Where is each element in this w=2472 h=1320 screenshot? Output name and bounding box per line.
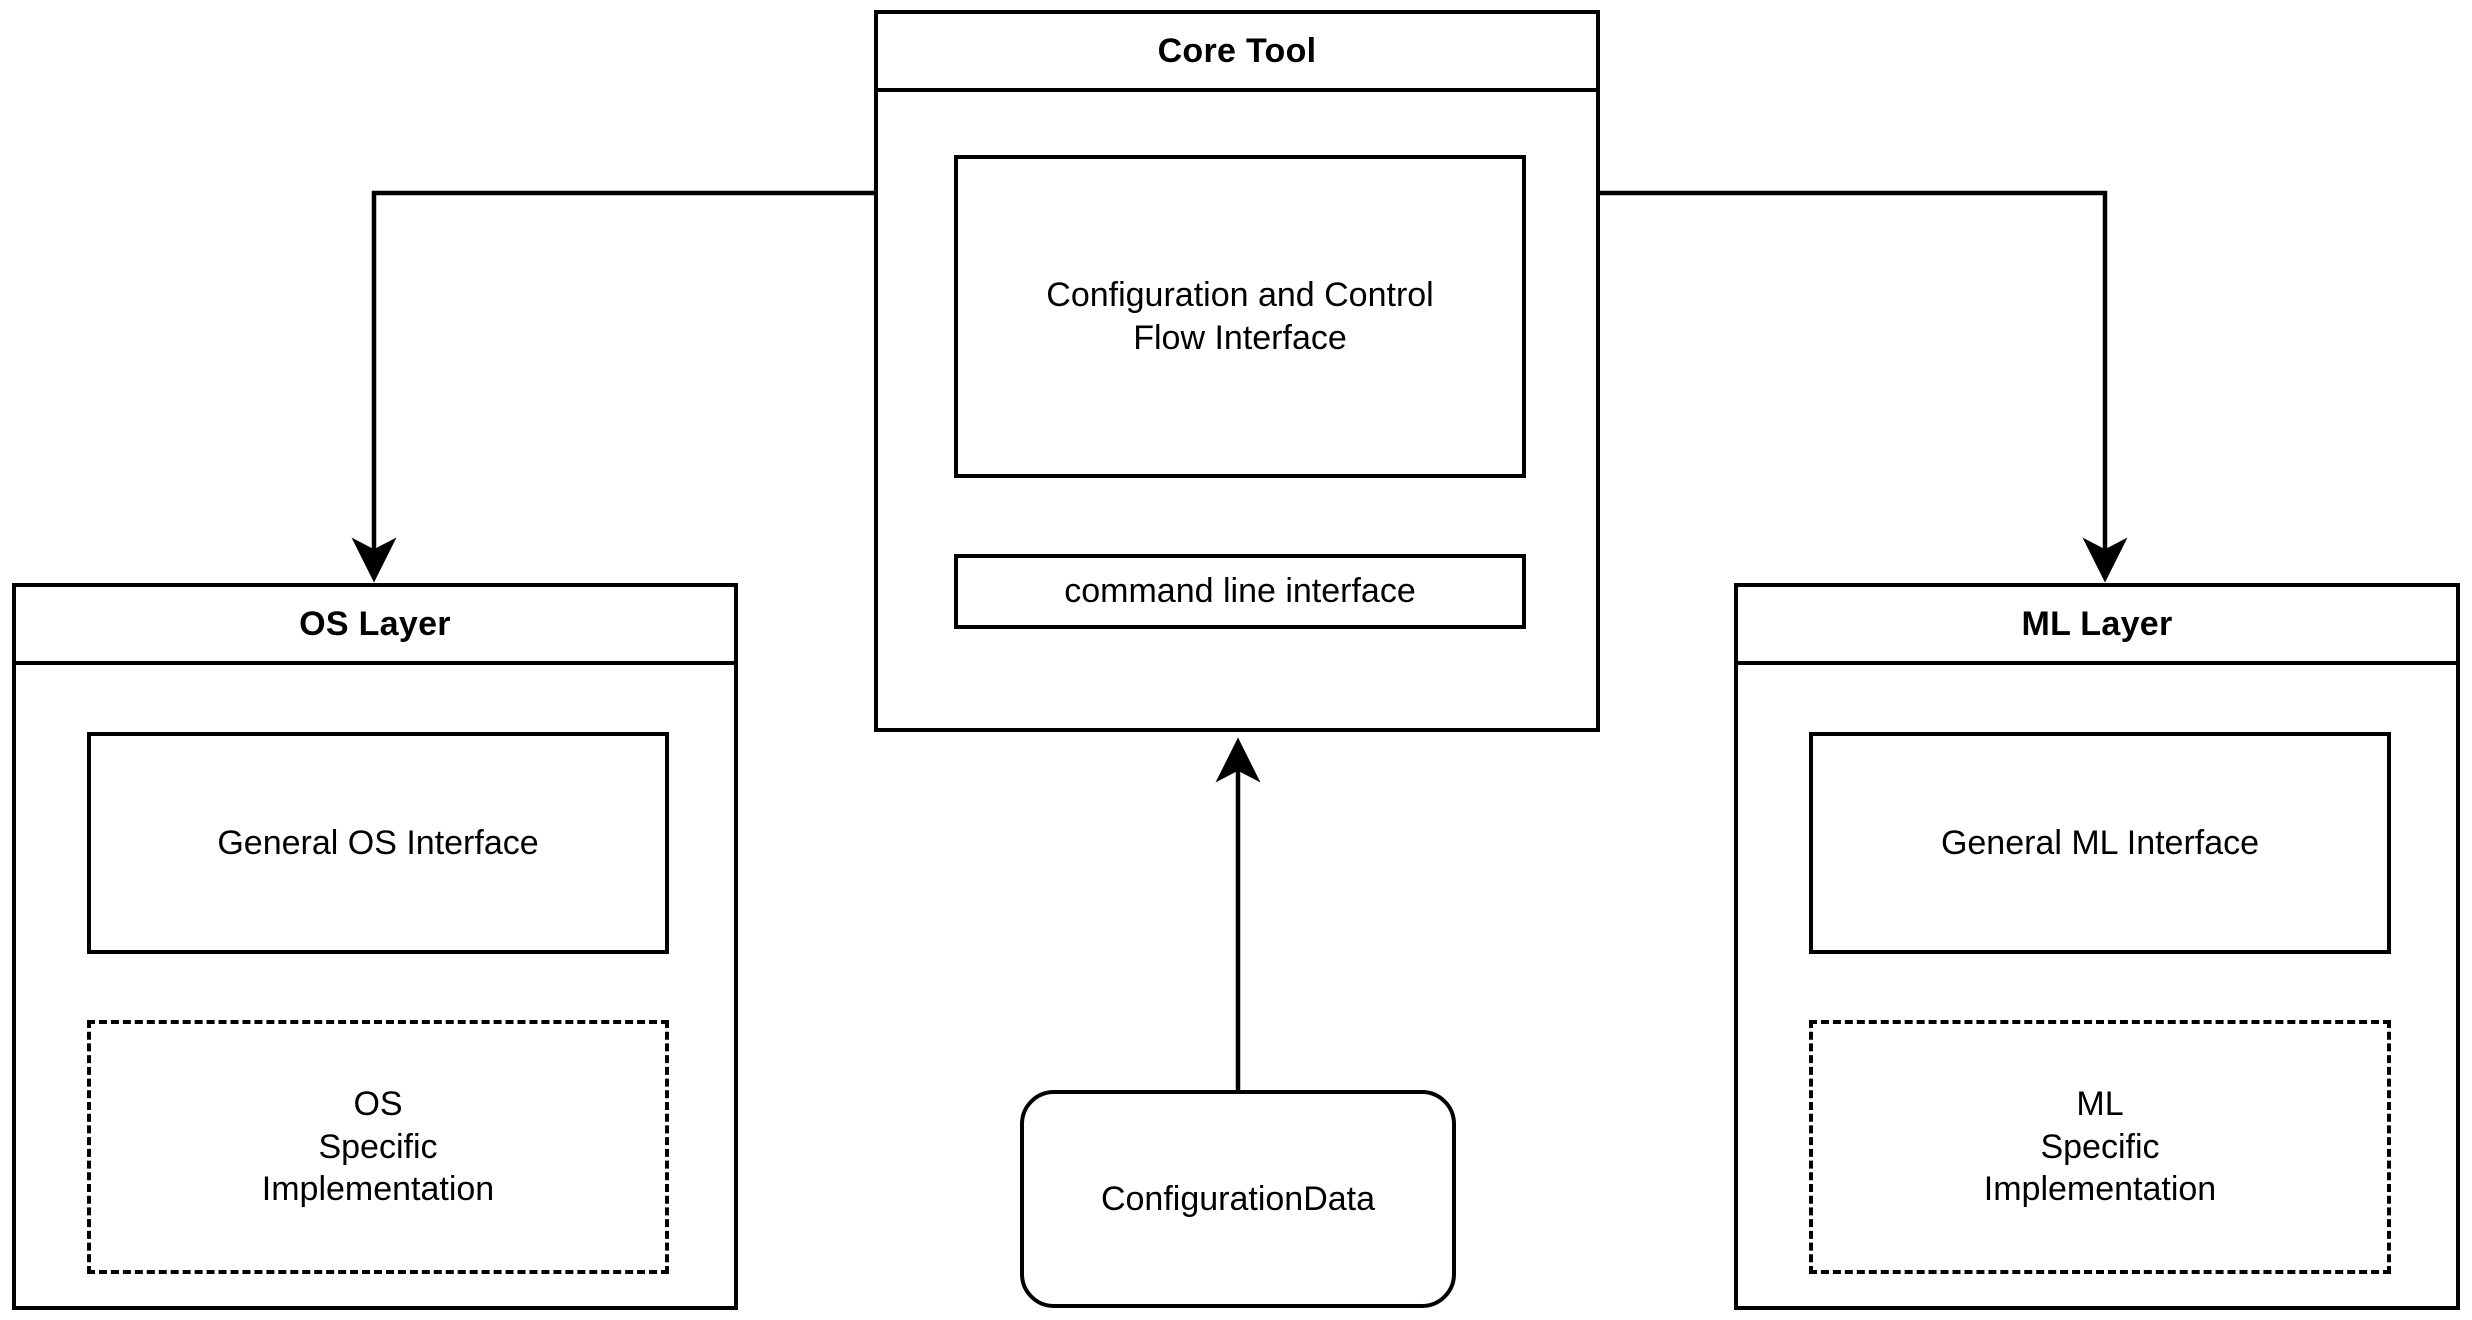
- edge-core-tool-to-os-layer: [351, 190, 876, 583]
- os-specific-implementation-box[interactable]: OS Specific Implementation: [87, 1020, 669, 1274]
- core-tool-body: Configuration and Control Flow Interface…: [878, 92, 1596, 732]
- os-layer-node[interactable]: OS Layer General OS Interface OS Specifi…: [12, 583, 738, 1310]
- core-tool-title: Core Tool: [878, 14, 1596, 92]
- general-ml-interface-box[interactable]: General ML Interface: [1809, 732, 2391, 954]
- os-layer-body: General OS Interface OS Specific Impleme…: [16, 665, 734, 1310]
- ml-specific-implementation-box[interactable]: ML Specific Implementation: [1809, 1020, 2391, 1274]
- configuration-data-node[interactable]: ConfigurationData: [1020, 1090, 1456, 1308]
- os-layer-title: OS Layer: [16, 587, 734, 665]
- general-os-interface-box[interactable]: General OS Interface: [87, 732, 669, 954]
- core-tool-node[interactable]: Core Tool Configuration and Control Flow…: [874, 10, 1600, 732]
- ml-layer-node[interactable]: ML Layer General ML Interface ML Specifi…: [1734, 583, 2460, 1310]
- command-line-interface-box[interactable]: command line interface: [954, 554, 1526, 629]
- edge-core-tool-to-ml-layer: [1599, 190, 2128, 583]
- configuration-and-control-flow-interface-box[interactable]: Configuration and Control Flow Interface: [954, 155, 1526, 478]
- ml-layer-body: General ML Interface ML Specific Impleme…: [1738, 665, 2456, 1310]
- ml-layer-title: ML Layer: [1738, 587, 2456, 665]
